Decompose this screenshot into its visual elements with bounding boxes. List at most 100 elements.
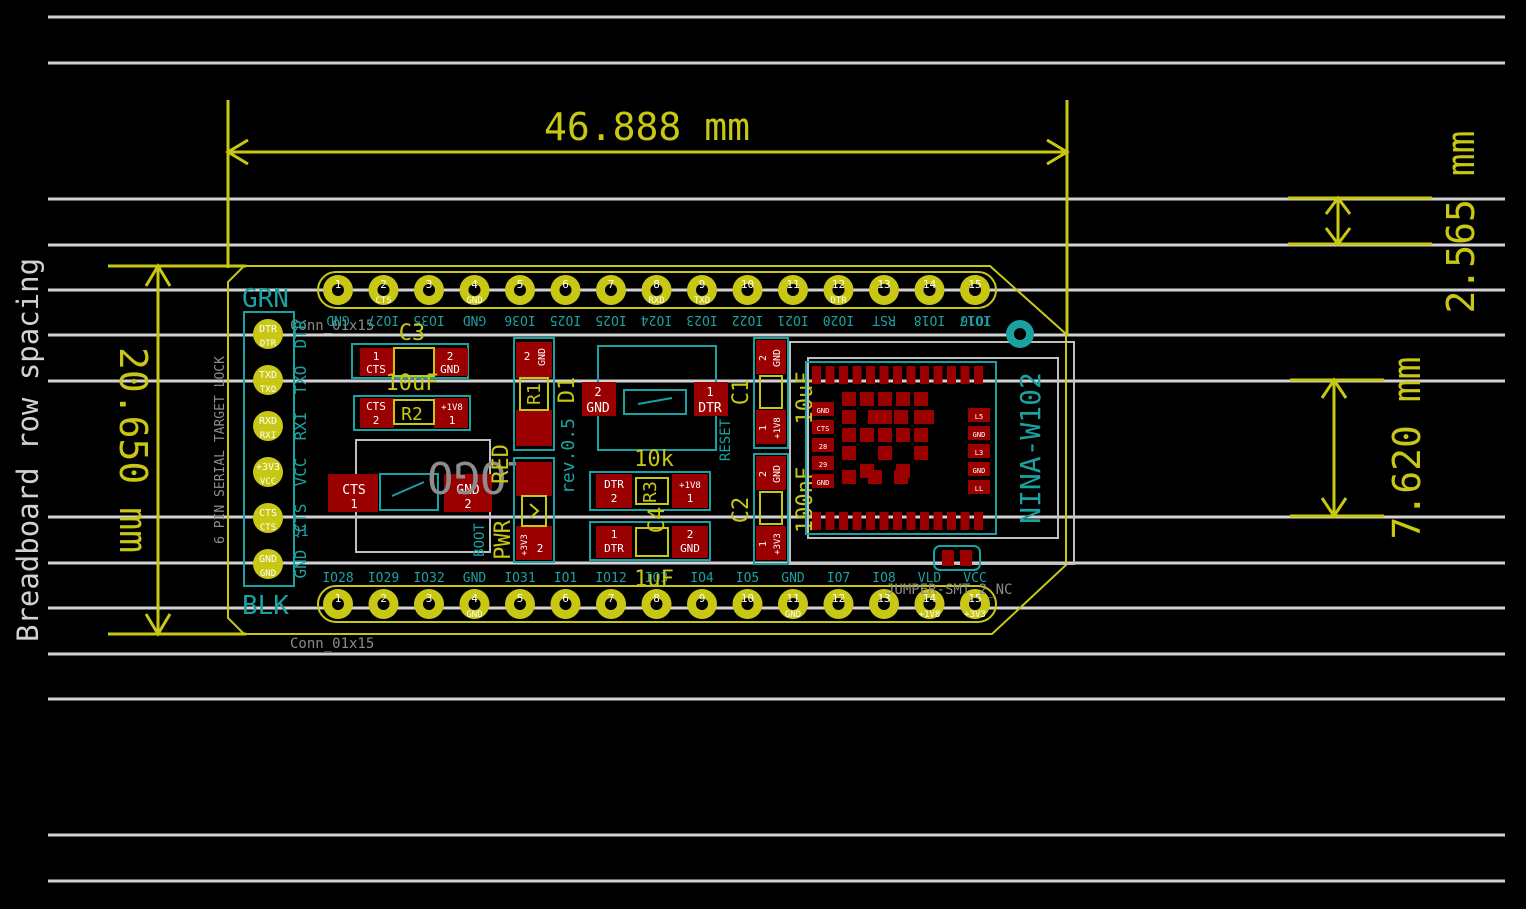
serial-pin-label: RXI <box>260 431 276 441</box>
module-pad <box>906 366 916 384</box>
serial-pin-label: DTR <box>260 339 277 349</box>
r2-pad1-num: 2 <box>373 414 380 427</box>
pin-hole <box>332 284 344 296</box>
module-top-pads <box>812 366 983 384</box>
c3-pad1-net: CTS <box>366 363 386 376</box>
module-center-pad <box>914 446 928 460</box>
pin-label: IO8 <box>872 571 895 586</box>
pin-hole <box>741 598 754 610</box>
led-label-pwr: PWR <box>491 519 516 559</box>
pitch-dimension <box>1288 195 1432 247</box>
serial-pin-pad <box>253 457 283 487</box>
r1-pad2-num: 2 <box>524 350 531 363</box>
c2-pad2-net: GND <box>772 465 783 483</box>
module-pad <box>960 512 970 530</box>
rev-label: rev.0.5 <box>558 418 579 494</box>
width-dimension-label: 46.888 mm <box>544 105 750 149</box>
pin-number: 9 <box>699 592 706 605</box>
pin-hole <box>969 598 981 610</box>
pin-hole <box>514 284 526 296</box>
pin-hole <box>514 598 526 610</box>
c3-pad1-num: 1 <box>373 350 380 363</box>
pin-hole <box>923 284 936 296</box>
serial-pin-pad <box>253 365 283 395</box>
sw-pad1-net: GND <box>586 401 610 416</box>
serial-pin-net: DTR <box>259 324 278 335</box>
module-center-pad <box>920 410 934 424</box>
pin-net: TXD <box>694 296 710 306</box>
c1-ref: C1 <box>729 379 754 406</box>
pin-hole <box>878 598 890 610</box>
module-label: NINA-W102 <box>1014 372 1047 524</box>
module-side-pad-label: L5 <box>975 413 983 421</box>
blk-label: BLK <box>242 591 289 621</box>
pin-label: IO12 <box>595 571 626 586</box>
module-center-pad <box>878 392 892 406</box>
c3-ref: C3 <box>399 321 426 346</box>
c2-pad1-net: +3V3 <box>773 533 783 555</box>
height-dimension <box>108 263 246 637</box>
breadboard-row-lines <box>48 15 1505 883</box>
pin-label: IO24 <box>641 312 672 327</box>
pin-label: IO32 <box>413 571 444 586</box>
q1-pad2-net: GND <box>456 483 480 498</box>
pin-number: 2 <box>380 278 387 291</box>
pin-number: 14 <box>923 278 937 291</box>
pin-number: 5 <box>517 278 524 291</box>
c2-capacitor: 2 GND 1 +3V3 <box>753 453 789 565</box>
pin-label: IO17 <box>959 312 990 327</box>
module-center-pad <box>894 410 908 424</box>
r3-resistor: DTR 2 +1V8 1 <box>589 471 711 511</box>
pin-label: IO22 <box>732 312 763 327</box>
pin-number: 6 <box>562 592 569 605</box>
serial-pin-pad <box>253 319 283 349</box>
serial-pin-pad <box>253 549 283 579</box>
pin-label: GND <box>463 312 487 327</box>
c2-pad1-num: 1 <box>758 541 769 547</box>
module-side-pad <box>812 456 834 470</box>
module-center-pad <box>896 428 910 442</box>
module-pad <box>974 512 983 530</box>
pin-hole <box>878 284 890 296</box>
module-side-pad-label: GND <box>817 407 830 415</box>
serial-pin-label: VCC <box>260 477 276 487</box>
row-spacing-note: Breadboard row spacing <box>11 258 45 642</box>
module-pad <box>947 512 956 530</box>
width-dimension <box>225 100 1070 336</box>
pin-hole <box>423 284 435 296</box>
sw-pad2-net: DTR <box>698 401 722 416</box>
module-side-pad-label: CTS <box>817 425 830 433</box>
c4-pad2-net: GND <box>680 542 700 555</box>
module-pad <box>839 512 848 530</box>
module-pad <box>933 512 943 530</box>
c3-capacitor: 1 CTS 2 GND <box>351 343 469 379</box>
module-pad <box>866 512 875 530</box>
pitch-dimension-label: 2.565 mm <box>1439 130 1483 313</box>
module-side-pad <box>968 408 990 422</box>
pin-number: 14 <box>923 592 937 605</box>
pin-label: RST <box>872 312 896 327</box>
pin-label: IO20 <box>823 312 854 327</box>
pin-number: 4 <box>471 592 478 605</box>
module-center-pad <box>914 428 928 442</box>
pin-number: 1 <box>335 592 342 605</box>
pin-hole <box>650 284 663 296</box>
jumper-label: JUMPER-SMT_2_NC <box>886 582 1012 598</box>
r2-pad1-net: CTS <box>366 400 386 413</box>
r3-pad1-num: 2 <box>611 492 618 505</box>
module-center-pad <box>860 428 874 442</box>
pin-hole <box>696 598 708 610</box>
module-pad <box>920 512 929 530</box>
q1-transistor: CTS 1 GND 2 <box>328 439 492 553</box>
pin-number: 1 <box>335 278 342 291</box>
module-side-pad <box>968 426 990 440</box>
module-side-pad <box>968 444 990 458</box>
module-center-pads <box>842 392 934 484</box>
module-side-pad <box>812 420 834 434</box>
pin-hole <box>468 598 481 610</box>
pin-net: RXD <box>648 296 664 306</box>
